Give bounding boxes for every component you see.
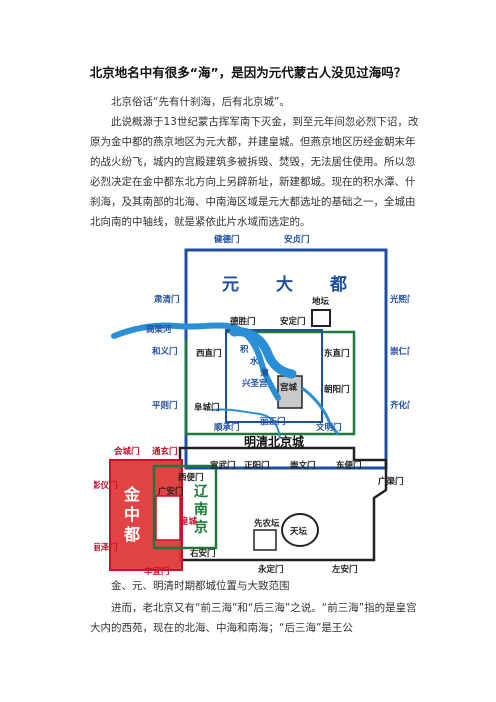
label-xingsheng: 兴圣宫 [242, 378, 268, 389]
gate-deshengmen: 德胜门 [230, 316, 256, 327]
gate-andingmen: 安定门 [280, 316, 306, 327]
gaoliang-river [111, 322, 281, 401]
gate-youanmen: 右安门 [189, 548, 216, 559]
yuan-dadu-title: 元 大 都 [222, 274, 357, 295]
gate-heyi: 和义门 [152, 346, 178, 357]
gate-anzhen: 安贞门 [284, 234, 310, 245]
gate-xuanwumen: 宣武门 [210, 460, 236, 471]
gate-qihua: 齐化门 [390, 400, 410, 411]
label-huangcheng-jin: 皇城 [180, 516, 198, 527]
gate-chongren: 崇仁门 [390, 346, 410, 357]
gate-guangqumen: 广渠门 [378, 476, 404, 487]
label-ji: 积 [240, 344, 249, 355]
gate-yongdingmen: 永定门 [257, 564, 284, 575]
figure-caption: 金、元、明清时期都城位置与大致范围 [111, 580, 290, 592]
jin-title-3: 都 [123, 525, 140, 544]
yuan-imperial-city [225, 329, 323, 423]
gate-jiande: 健德门 [214, 234, 240, 245]
jishuitan-lake [229, 327, 297, 379]
gate-zuoanmen: 左安门 [331, 564, 358, 575]
paragraph-2: 此说概源于13世纪蒙古挥军南下灭金，到至元年间忽必烈下诏，改原为金中都的燕京地区… [90, 116, 419, 228]
jin-title-1: 金 [123, 485, 141, 504]
label-tan: 潭 [260, 368, 269, 379]
paragraph-3: 进而，老北京又有“前三海”和“后三海”之说。“前三海”指的是皇宫大内的西苑，现在… [90, 602, 417, 634]
tonghui-canal [301, 386, 340, 435]
label-gaoliang: 高梁河 [146, 324, 172, 335]
gate-dongbianmen: 东便门 [336, 460, 362, 471]
gate-lizheng: 丽正门 [260, 416, 286, 427]
mingqing-outer-wall [178, 446, 388, 562]
gate-xibianmen: 西便门 [178, 472, 204, 483]
mingqing-inner-wall [184, 330, 356, 436]
capital-map-figure: 元 大 都 明清北京城 金 中 都 辽 南 京 健德门 安贞门 肃清门 光熙门 … [94, 228, 410, 576]
gate-zhengyangmen: 正阳门 [244, 460, 270, 471]
gate-suqing: 肃清门 [154, 294, 180, 305]
jin-palace-inner [155, 495, 181, 541]
label-gongcheng: 宫城 [280, 382, 298, 393]
liao-title-1: 辽 [194, 484, 209, 500]
gate-chaoyangmen: 朝阳门 [324, 384, 350, 395]
paragraph-1: 北京俗话“先有什刹海，后有北京城”。 [111, 96, 290, 108]
label-ditan: 地坛 [312, 296, 330, 307]
tiantan-altar [281, 513, 319, 547]
label-xiannong: 先农坛 [254, 518, 280, 529]
label-shui: 水 [249, 356, 259, 367]
gate-guanganmen: 广安门 [158, 486, 184, 497]
gate-shuncheng: 顺承门 [214, 422, 240, 433]
gate-wenming: 文明门 [316, 422, 342, 433]
ditan-altar [311, 309, 331, 327]
liao-title-2: 南 [194, 501, 208, 518]
jinshui-river [211, 408, 281, 439]
gate-fengyi: 丰宜门 [144, 566, 170, 576]
jin-zhongdu-border [109, 459, 183, 571]
gate-tongxuan: 通玄门 [152, 446, 178, 457]
gate-huicheng: 会城门 [113, 446, 140, 457]
jin-title-2: 中 [124, 505, 140, 524]
gate-pingze: 平则门 [152, 400, 178, 411]
gate-xizhimen: 西直门 [196, 348, 222, 359]
liao-title-3: 京 [194, 519, 208, 536]
gate-chongwenmen: 崇文门 [290, 460, 316, 471]
capital-map-svg: 元 大 都 明清北京城 金 中 都 辽 南 京 健德门 安贞门 肃清门 光熙门 … [94, 234, 410, 576]
label-tiantan: 天坛 [290, 526, 308, 537]
liao-nanjing-wall [152, 464, 218, 550]
mingqing-title: 明清北京城 [244, 434, 304, 449]
gate-dongzhimen: 东直门 [324, 348, 350, 359]
xiannong-altar [253, 529, 277, 551]
gate-lize: 丽泽门 [94, 542, 118, 553]
gate-guangxi: 光熙门 [389, 294, 410, 305]
gate-zhangyi: 彰仪门 [94, 480, 118, 491]
article-title: 北京地名中有很多“海”，是因为元代蒙古人没见过海吗？ [89, 65, 407, 80]
gate-fuchengmen: 阜城门 [194, 402, 220, 413]
